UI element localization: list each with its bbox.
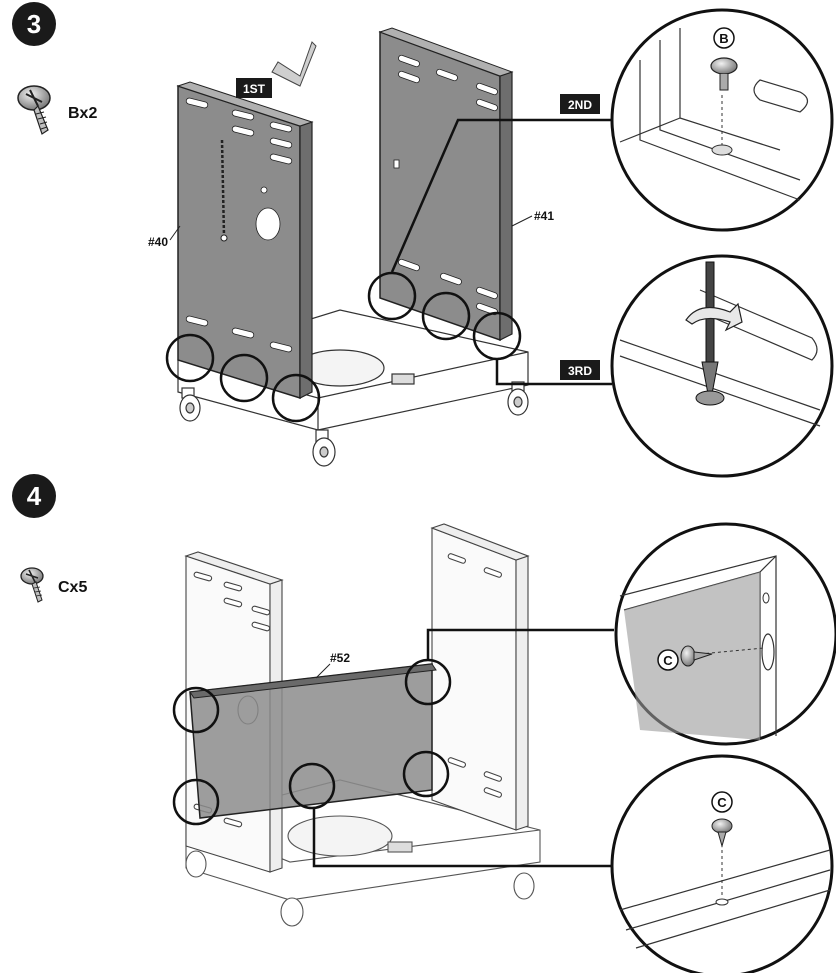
caster-wheel <box>513 872 535 900</box>
step-3-number: 3 <box>27 9 41 39</box>
detail-letter-c-top: C <box>663 653 673 668</box>
caster-wheel <box>312 429 336 467</box>
detail-view-screwdriver <box>610 254 834 478</box>
detail-view-screw-b: B <box>610 8 834 232</box>
caster-wheel <box>185 850 207 878</box>
caster-wheel <box>179 387 201 422</box>
direction-arrow-icon <box>271 41 317 87</box>
leader-lines-step4 <box>312 628 614 868</box>
detail-view-screw-c-top: C <box>614 522 836 746</box>
step-4-badge: 4 <box>12 474 56 518</box>
part-label-40: #40 <box>148 235 168 249</box>
hardware-qty-c: Cx5 <box>58 579 87 596</box>
svg-text:1ST: 1ST <box>243 82 266 96</box>
svg-text:3RD: 3RD <box>568 364 592 378</box>
detail-view-screw-c-bottom: C <box>610 754 834 973</box>
screw-b-icon <box>17 85 51 135</box>
part-label-41: #41 <box>534 209 554 223</box>
callout-3rd: 3RD <box>560 360 600 380</box>
step-4-section: 4 Cx5 <box>12 474 836 973</box>
step-4-number: 4 <box>27 481 42 511</box>
step-3-badge: 3 <box>12 2 56 46</box>
side-panel-outline-right <box>430 523 530 831</box>
highlight-circles-step3 <box>165 271 522 423</box>
side-panel-40: #40 <box>148 81 314 400</box>
caster-wheel <box>507 381 529 416</box>
hardware-qty-b: Bx2 <box>68 105 97 122</box>
screw-c-bottom-icon <box>711 818 733 848</box>
screw-c-detail-icon <box>680 645 713 667</box>
part-label-52: #52 <box>330 651 350 665</box>
step-3-section: 3 Bx2 <box>12 2 834 478</box>
screw-c-icon <box>20 567 44 603</box>
detail-letter-b: B <box>719 31 728 46</box>
side-panel-41: #41 <box>378 27 554 342</box>
callout-2nd: 2ND <box>560 94 600 114</box>
rotate-arrow-icon <box>685 302 743 332</box>
back-panel-52: #52 <box>189 651 437 819</box>
callout-1st: 1ST <box>236 78 272 98</box>
caster-wheel <box>280 897 304 927</box>
detail-letter-c-bottom: C <box>717 795 727 810</box>
svg-text:2ND: 2ND <box>568 98 592 112</box>
leader-lines-step3 <box>390 118 612 386</box>
